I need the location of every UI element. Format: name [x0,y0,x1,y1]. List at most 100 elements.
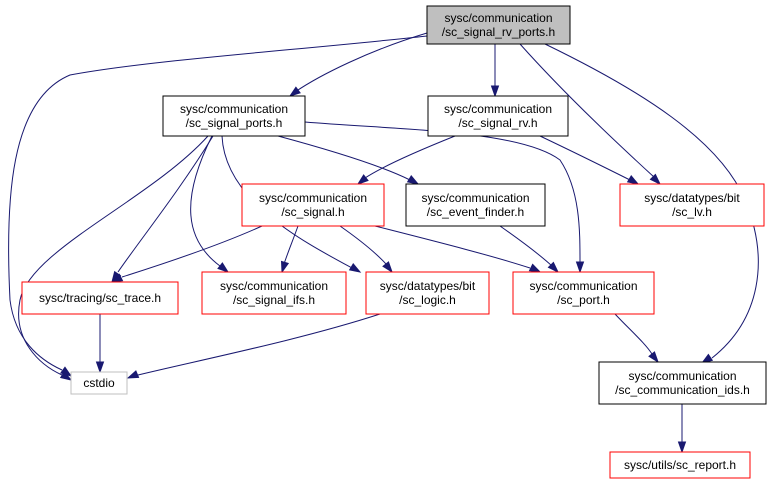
edge-line [277,135,411,181]
node-signal[interactable]: sysc/communication/sc_signal.h [241,183,385,227]
edge-line [499,225,553,267]
edge-arrowhead [59,370,73,381]
edge-arrowhead [110,273,124,283]
edge-line [339,225,387,265]
node-label-line: sysc/datatypes/bit [644,191,740,205]
node-box [426,5,571,45]
node-label-line: /sc_communication_ids.h [615,383,750,397]
edge-line [294,32,428,93]
node-box [21,281,179,315]
node-label-line: sysc/communication [628,369,736,383]
edge-arrowhead [95,361,105,374]
node-ports[interactable]: sysc/communication/sc_signal_ports.h [162,95,306,137]
edge-arrowhead [528,263,542,273]
node-box [241,183,385,227]
edge-arrowhead [217,262,230,273]
edge-ports-to-trace [111,135,214,284]
edge-arrowhead [280,260,290,274]
nodes-layer: sysc/communication/sc_signal_rv_ports.hs… [21,5,767,479]
node-port[interactable]: sysc/communication/sc_port.h [512,271,655,315]
edge-line [121,225,263,278]
edge-line [304,121,581,263]
edge-line [374,225,531,269]
node-label-line: /sc_signal_ifs.h [233,293,315,307]
node-box [201,271,347,315]
edge-root-to-rv [490,44,500,98]
edge-root-to-lv [519,43,662,186]
node-box [162,95,306,137]
node-box [609,451,751,479]
node-root: sysc/communication/sc_signal_rv_ports.h [426,5,571,45]
node-label-line: sysc/communication [444,11,552,25]
edge-arrowhead [382,261,393,274]
node-cstdio[interactable]: cstdio [70,371,128,395]
node-lv[interactable]: sysc/datatypes/bit/sc_lv.h [619,183,765,227]
node-label-line: /sc_event_finder.h [427,205,524,219]
node-label-line: /sc_signal_rv_ports.h [442,25,555,39]
edge-line [283,225,299,265]
edge-arrowhead [356,174,369,185]
edge-line [137,313,381,376]
node-label-line: sysc/communication [180,102,288,116]
node-box [512,271,655,315]
edge-ports-to-port [304,121,585,274]
node-box [427,95,569,137]
node-report[interactable]: sysc/utils/sc_report.h [609,451,751,479]
edge-rv-to-lv [539,135,640,185]
node-label-line: sysc/communication [444,102,552,116]
edge-arrowhead [126,370,140,379]
edge-signal-to-port [374,225,542,273]
edge-line [539,135,631,181]
node-box [70,371,128,395]
edge-trace-to-cstdio [95,314,105,374]
node-label-line: sysc/communication [259,191,367,205]
node-box [598,361,767,405]
node-label-line: sysc/communication [529,279,637,293]
node-rv[interactable]: sysc/communication/sc_signal_rv.h [427,95,569,137]
edge-line [519,43,656,179]
node-box [619,183,765,227]
node-trace[interactable]: sysc/tracing/sc_trace.h [21,281,179,315]
node-label-line: /sc_signal_rv.h [458,116,537,130]
edge-finder-to-port [499,225,560,274]
node-box [405,183,546,227]
edge-line [614,313,653,355]
edge-arrowhead [626,174,640,185]
edge-arrowhead [348,262,362,273]
edge-root-to-ports [288,32,428,97]
edge-signal-to-ifs [280,225,299,274]
node-label-line: /sc_port.h [557,293,610,307]
node-ifs[interactable]: sysc/communication/sc_signal_ifs.h [201,271,347,315]
node-label-line: sysc/communication [220,279,328,293]
edge-commids-to-report [677,404,687,454]
node-label-line: /sc_logic.h [399,293,456,307]
node-label-line: cstdio [83,376,115,390]
edge-line [190,135,221,267]
node-box [365,271,490,315]
edge-line [18,135,209,376]
edge-line [117,135,214,273]
edge-arrowhead [547,261,560,274]
edge-line [8,35,428,371]
edge-logic-to-cstdio [126,313,381,379]
edge-port-to-commids [614,313,659,364]
node-label-line: sysc/communication [421,191,529,205]
node-finder[interactable]: sysc/communication/sc_event_finder.h [405,183,546,227]
edge-arrowhead [288,86,301,97]
edge-arrowhead [490,85,500,98]
node-label-line: /sc_signal.h [281,205,344,219]
edge-rv-to-signal [356,135,456,185]
node-logic[interactable]: sysc/datatypes/bit/sc_logic.h [365,271,490,315]
node-commids[interactable]: sysc/communication/sc_communication_ids.… [598,361,767,405]
node-label-line: /sc_signal_ports.h [186,116,283,130]
node-label-line: sysc/datatypes/bit [380,279,476,293]
edge-arrowhead [648,351,659,364]
edge-arrowhead [677,441,687,454]
edge-signal-to-logic [339,225,393,274]
edge-ports-to-finder [277,135,420,185]
edge-ports-to-ifs [190,135,230,273]
node-label-line: /sc_lv.h [672,205,712,219]
edge-line [364,135,456,179]
edge-signal-to-trace [110,225,263,283]
